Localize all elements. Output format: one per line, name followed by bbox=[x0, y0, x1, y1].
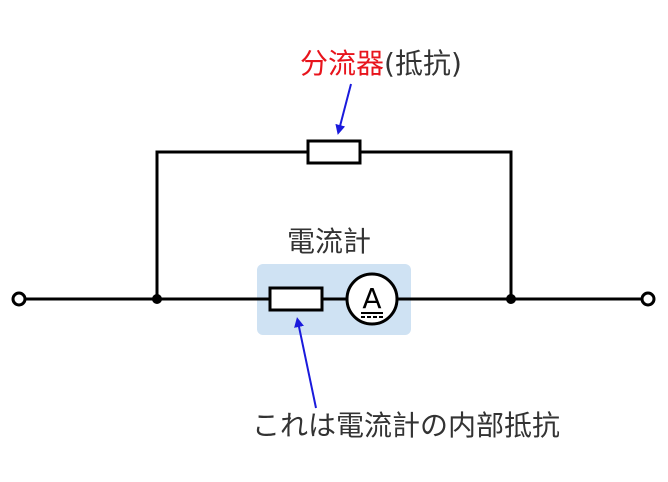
shunt-label: 分流器(抵抗) bbox=[300, 50, 462, 78]
internal-resistance-label: これは電流計の内部抵抗 bbox=[252, 409, 561, 442]
ammeter-label: 電流計 bbox=[287, 225, 372, 258]
shunt-branch-right bbox=[360, 150, 513, 299]
ammeter-letter: A bbox=[362, 282, 381, 315]
shunt-pointer-arrow bbox=[335, 83, 352, 135]
ammeter-symbol bbox=[345, 272, 399, 326]
terminal-left bbox=[11, 291, 27, 307]
shunt-branch-left bbox=[155, 150, 308, 299]
junction-right bbox=[506, 294, 516, 304]
shunt-resistor bbox=[306, 139, 362, 165]
shunt-label-name: 分流器 bbox=[300, 47, 385, 80]
shunt-label-suffix: (抵抗) bbox=[384, 47, 462, 80]
internal-resistance-pointer-arrow bbox=[294, 317, 317, 409]
terminal-right bbox=[640, 291, 656, 307]
internal-resistor bbox=[268, 286, 324, 312]
junction-left bbox=[152, 294, 162, 304]
